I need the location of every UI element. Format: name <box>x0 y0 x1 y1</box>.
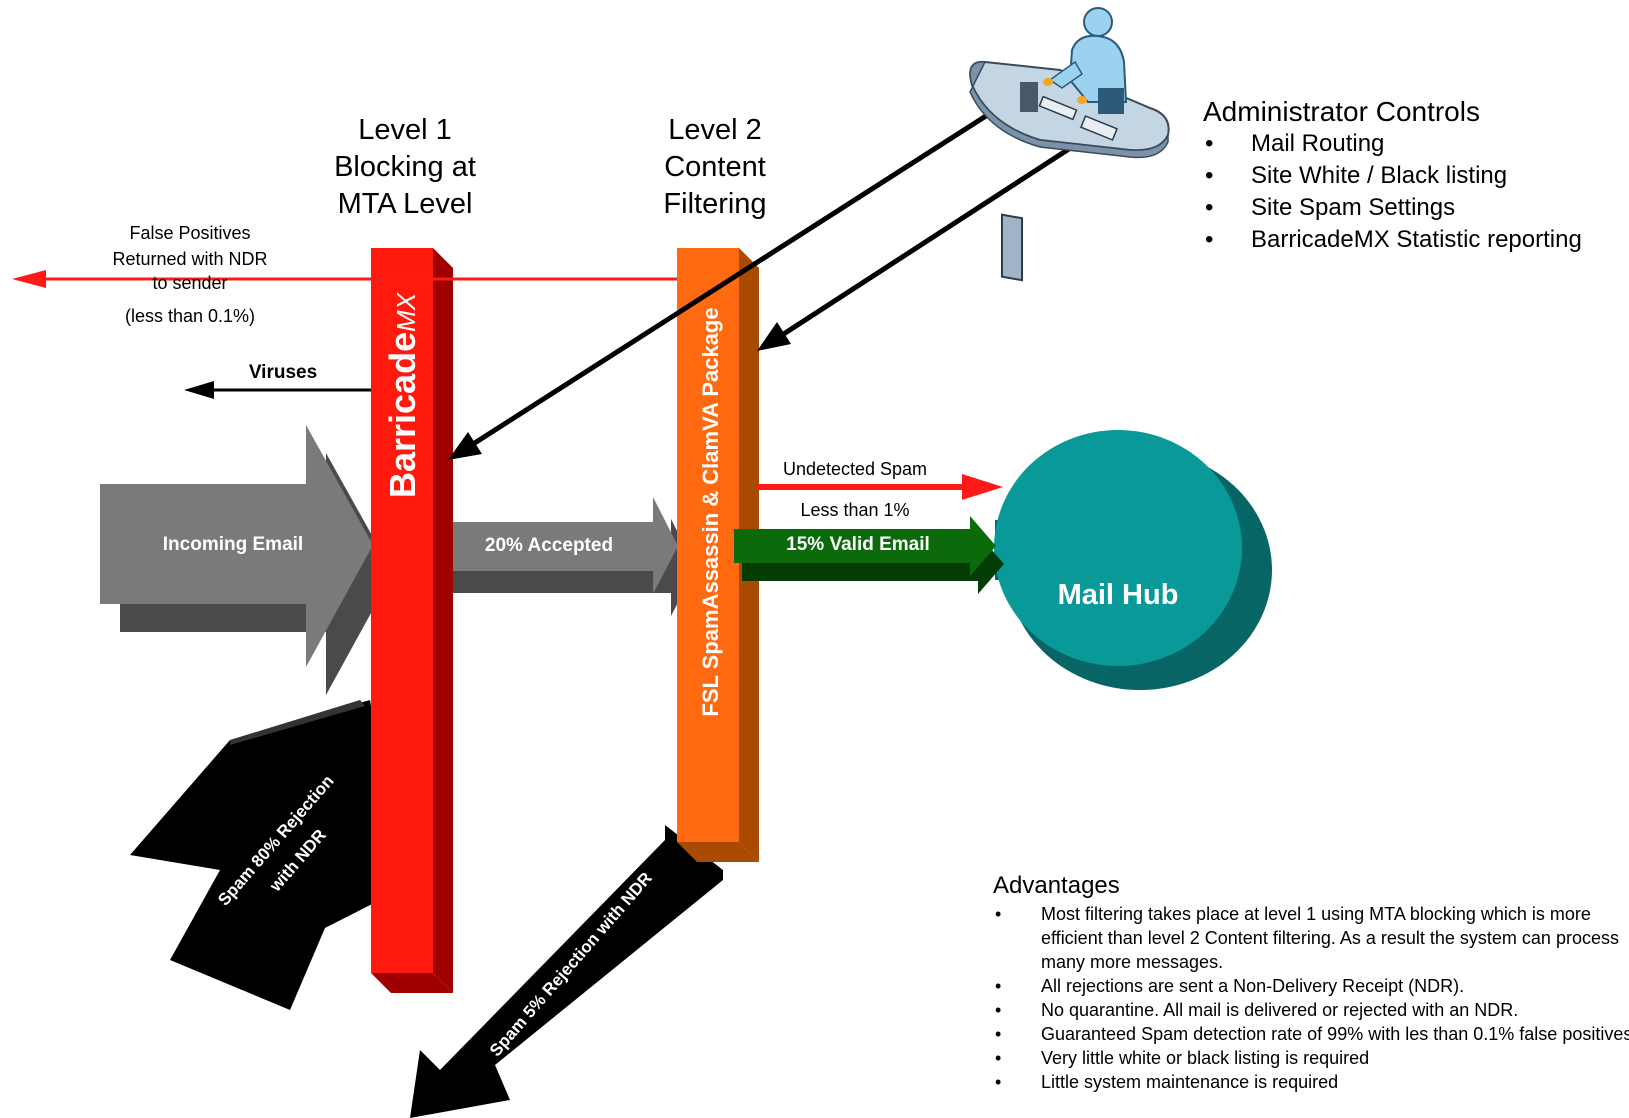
admin-to-barricade-arrow <box>448 104 1002 460</box>
advantage-item: No quarantine. All mail is delivered or … <box>993 998 1629 1022</box>
administrator-workstation-icon <box>969 7 1170 282</box>
level-2-line1: Level 2 <box>668 114 762 146</box>
valid-email-label: 15% Valid Email <box>786 534 930 555</box>
mail-hub: Mail Hub <box>994 430 1272 690</box>
undetected-spam-arrow: Undetected Spam Less than 1% <box>757 459 1003 520</box>
false-positives-line1: False Positives <box>129 223 251 243</box>
admin-to-fsl-arrow <box>757 142 1077 351</box>
barricade-mx-label: BarricadeMX <box>382 291 423 498</box>
less-than-1-label: Less than 1% <box>800 500 909 520</box>
incoming-email-label: Incoming Email <box>163 534 303 555</box>
admin-item-statistic-reporting: BarricadeMX Statistic reporting <box>1203 224 1623 256</box>
false-positives-label: False Positives Returned with NDR to sen… <box>80 220 300 330</box>
spam-5-rejection-arrow: Spam 5% Rejection with NDR <box>410 825 723 1118</box>
level-1-line3: MTA Level <box>337 188 473 220</box>
level-2-line3: Filtering <box>663 188 767 220</box>
accepted-arrow: 20% Accepted <box>425 497 696 616</box>
advantage-item: Guaranteed Spam detection rate of 99% wi… <box>993 1022 1629 1046</box>
false-positives-line4: (less than 0.1%) <box>124 306 256 326</box>
administrator-controls: Administrator Controls Mail Routing Site… <box>1203 96 1623 256</box>
false-positives-arrow <box>12 270 677 288</box>
level-1-line1: Level 1 <box>358 114 452 146</box>
spam-5-label: Spam 5% Rejection with NDR <box>486 869 656 1060</box>
viruses-arrow: Viruses <box>184 362 371 399</box>
mail-hub-label: Mail Hub <box>1058 579 1179 611</box>
admin-item-mail-routing: Mail Routing <box>1203 128 1623 160</box>
level-2-heading: Level 2 Content Filtering <box>625 112 805 223</box>
advantages-list: Most filtering takes place at level 1 us… <box>993 902 1629 1094</box>
valid-email-arrow: 15% Valid Email <box>734 516 1004 594</box>
advantage-item: Most filtering takes place at level 1 us… <box>993 902 1629 974</box>
advantages-section: Advantages Most filtering takes place at… <box>993 872 1629 1118</box>
false-positives-line2: Returned with NDR <box>112 249 268 269</box>
admin-item-spam-settings: Site Spam Settings <box>1203 192 1623 224</box>
advantage-item: Very little white or black listing is re… <box>993 1046 1629 1070</box>
viruses-label: Viruses <box>249 362 317 383</box>
incoming-email-arrow: Incoming Email <box>100 425 393 695</box>
undetected-spam-label: Undetected Spam <box>783 459 927 479</box>
level-2-line2: Content <box>664 151 766 183</box>
admin-item-white-black-listing: Site White / Black listing <box>1203 160 1623 192</box>
advantages-title: Advantages <box>993 872 1120 899</box>
fsl-package-label: FSL SpamAssassin & ClamVA Package <box>698 307 723 716</box>
barricade-mx-bar: BarricadeMX <box>371 248 453 993</box>
accepted-label: 20% Accepted <box>485 535 613 556</box>
false-positives-line3: to sender <box>152 273 228 293</box>
administrator-controls-title: Administrator Controls <box>1203 96 1480 127</box>
spam-80-rejection-arrow: Spam 80% Rejection with NDR <box>130 700 380 1010</box>
advantage-item: All rejections are sent a Non-Delivery R… <box>993 974 1629 998</box>
advantage-item: Little system maintenance is required <box>993 1070 1629 1094</box>
barricade-word: Barricade <box>382 332 423 498</box>
barricade-mx-suffix: MX <box>391 291 421 332</box>
level-1-line2: Blocking at <box>334 151 476 183</box>
administrator-controls-list: Mail Routing Site White / Black listing … <box>1203 128 1623 256</box>
level-1-heading: Level 1 Blocking at MTA Level <box>315 112 495 223</box>
